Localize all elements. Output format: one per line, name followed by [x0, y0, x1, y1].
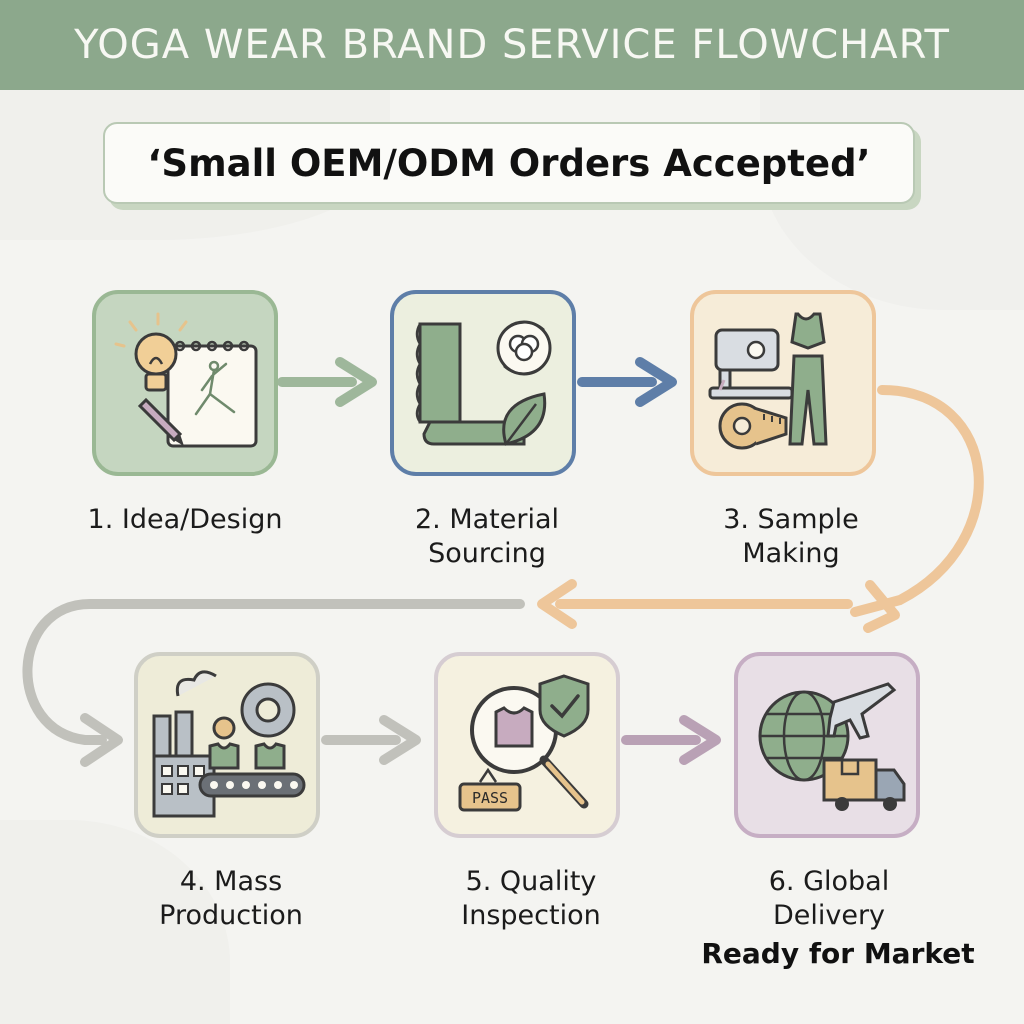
sample-making-icon	[708, 312, 828, 450]
subtitle-box: ‘Small OEM/ODM Orders Accepted’	[103, 122, 915, 204]
title-banner: YOGA WEAR BRAND SERVICE FLOWCHART	[0, 0, 1024, 90]
ready-for-market-label: Ready for Market	[701, 937, 975, 970]
idea-design-icon	[114, 312, 258, 448]
arrow-head-row-return	[537, 579, 577, 629]
arrow-head-5-to-6	[679, 715, 721, 765]
arrow-head-4-to-5	[379, 715, 421, 765]
loop-3-to-4-left	[22, 599, 525, 745]
step-card-material-sourcing	[390, 290, 576, 476]
page-title: YOGA WEAR BRAND SERVICE FLOWCHART	[74, 22, 950, 68]
loop-3-to-4-right	[850, 385, 984, 617]
step-label-idea-design: 1. Idea/Design	[87, 504, 283, 535]
step-label-mass-production: 4. Mass Production	[159, 866, 303, 931]
arrow-head-1-to-2	[335, 357, 377, 407]
step-label-global-delivery: 6. Global Delivery	[768, 866, 890, 931]
step-card-quality-inspection: PASS	[434, 652, 620, 838]
step-card-global-delivery	[734, 652, 920, 838]
arrow-head-2-to-3	[635, 357, 677, 407]
pass-badge-text: PASS	[472, 789, 508, 807]
step-label-sample-making: 3. Sample Making	[723, 504, 859, 569]
arrow-head-loop-left	[80, 713, 123, 767]
subtitle-text: ‘Small OEM/ODM Orders Accepted’	[147, 141, 871, 185]
step-label-material-sourcing: 2. Material Sourcing	[414, 504, 560, 569]
mass-production-icon	[152, 670, 306, 818]
step-label-quality-inspection: 5. Quality Inspection	[461, 866, 601, 931]
quality-inspection-icon: PASS	[458, 674, 590, 812]
step-card-sample-making	[690, 290, 876, 476]
global-delivery-icon	[758, 682, 906, 811]
arrow-head-loop-right	[863, 580, 900, 633]
step-card-idea-design	[92, 290, 278, 476]
step-card-mass-production	[134, 652, 320, 838]
material-sourcing-icon	[415, 320, 552, 446]
